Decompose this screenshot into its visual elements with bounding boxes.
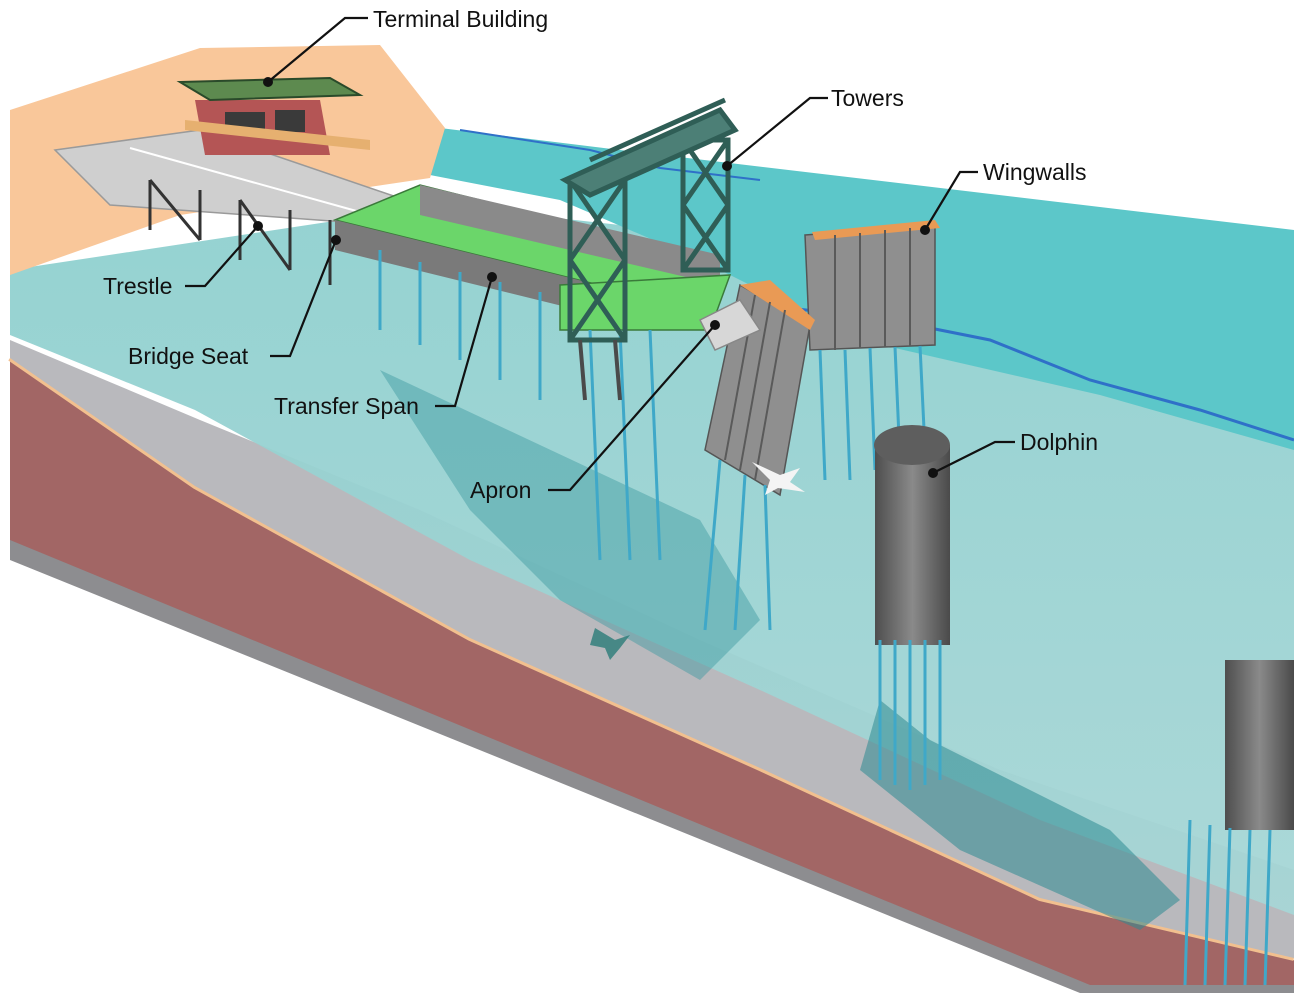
callout-bridge-seat: Bridge Seat [128,235,341,369]
label-dolphin: Dolphin [1020,429,1098,455]
label-apron: Apron [470,477,531,503]
label-towers: Towers [831,85,904,111]
callout-terminal-building: Terminal Building [263,6,548,87]
callout-apron: Apron [470,320,720,503]
callout-wingwalls: Wingwalls [920,159,1087,235]
trestle-centerline [129,147,361,213]
label-wingwalls: Wingwalls [983,159,1087,185]
label-transfer-span: Transfer Span [274,393,419,419]
bird [752,462,805,495]
label-terminal-building: Terminal Building [373,6,548,32]
apron [698,299,762,351]
tower-legs [578,339,622,401]
label-trestle: Trestle [103,273,172,299]
water-body [10,205,1294,915]
callout-transfer-span: Transfer Span [274,272,497,419]
callout-dolphin: Dolphin [928,429,1098,478]
terminal-building [176,76,370,155]
dolphin-center [874,425,950,790]
label-bridge-seat: Bridge Seat [128,343,249,369]
tower-structure [559,97,739,343]
wingwall-pilings [703,345,927,631]
transfer-span-pilings [378,250,662,561]
pier-shadow [380,370,760,680]
bird-shadow [590,628,630,660]
dolphin-right [1183,660,1294,986]
callout-towers: Towers [722,85,904,171]
wingwall-right [804,220,940,351]
callout-trestle: Trestle [103,221,263,299]
